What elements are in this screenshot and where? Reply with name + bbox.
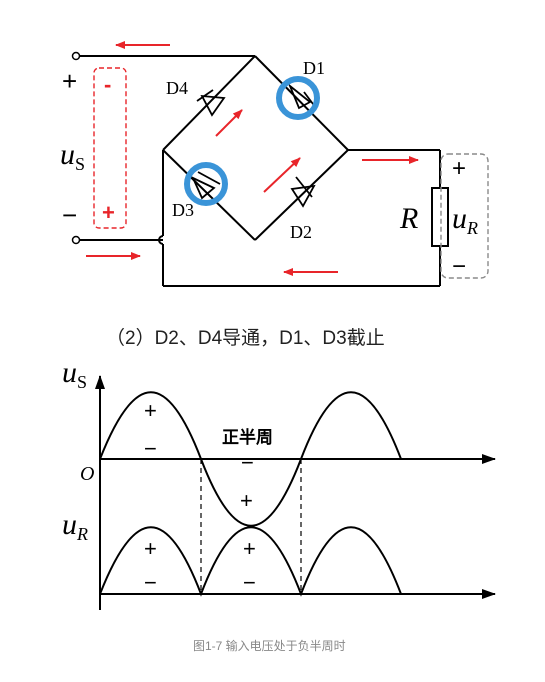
- wave-ur-label: uR: [62, 508, 88, 544]
- load-plus-label: +: [452, 155, 466, 182]
- waveform-diagram: uS O uR 正半周 + − − + + − + −: [62, 356, 496, 610]
- circuit-wires: [76, 55, 441, 287]
- diode-d3: [191, 171, 221, 200]
- origin-label: O: [80, 463, 94, 485]
- highlight-circle-d3: [184, 162, 228, 206]
- wave-ur-main: u: [62, 508, 77, 541]
- ur-main: u: [452, 202, 467, 235]
- d1-label: D1: [303, 58, 325, 78]
- circuit-caption: （2）D2、D4导通，D1、D3截止: [106, 327, 385, 349]
- source-minus-label: −: [62, 200, 77, 230]
- ur-second-half-minus: −: [243, 570, 256, 595]
- us-first-half-minus: −: [144, 436, 157, 461]
- diode-d4: [196, 89, 226, 117]
- us-sub: S: [75, 154, 85, 174]
- ur-second-half-plus: +: [243, 536, 256, 561]
- us-source-label: uS: [60, 138, 85, 174]
- source-inner-minus-label: -: [104, 72, 111, 97]
- highlight-circle-d1: [276, 76, 320, 120]
- load-polarity-box: [440, 153, 489, 279]
- us-main: u: [60, 138, 75, 171]
- terminal-bottom: [71, 235, 81, 245]
- current-arrows: [86, 41, 419, 276]
- r-label: R: [399, 202, 418, 235]
- us-second-half-plus: +: [240, 488, 253, 513]
- d3-label: D3: [172, 200, 194, 220]
- source-polarity-box: [93, 67, 127, 229]
- wave-us-label: uS: [62, 356, 87, 392]
- ur-load-label: uR: [452, 202, 478, 238]
- source-inner-plus-label: +: [102, 200, 115, 225]
- arrow-d2: [263, 157, 301, 193]
- wave-ur-sub: R: [76, 524, 88, 544]
- d2-label: D2: [290, 222, 312, 242]
- ur-rectified-wave: [99, 526, 402, 597]
- load-minus-label: −: [452, 253, 466, 280]
- ur-first-half-minus: −: [144, 570, 157, 595]
- diode-d2: [290, 176, 316, 208]
- source-plus-label: +: [62, 66, 77, 96]
- ur-sub: R: [466, 218, 478, 238]
- us-sine-wave: [99, 391, 402, 527]
- arrow-d4: [215, 109, 243, 137]
- figure-caption: 图1-7 输入电压处于负半周时: [193, 638, 346, 653]
- resistor-r: [431, 187, 449, 247]
- circuit-diagram: + − - + uS D4 D1 D3 D2 R uR + −: [60, 41, 489, 287]
- positive-half-label: 正半周: [222, 427, 273, 447]
- terminal-top: [71, 51, 81, 61]
- us-second-half-minus: −: [241, 450, 254, 475]
- d4-label: D4: [166, 78, 188, 98]
- wave-us-main: u: [62, 356, 77, 389]
- us-first-half-plus: +: [144, 398, 157, 423]
- ur-first-half-plus: +: [144, 536, 157, 561]
- wave-us-sub: S: [77, 372, 87, 392]
